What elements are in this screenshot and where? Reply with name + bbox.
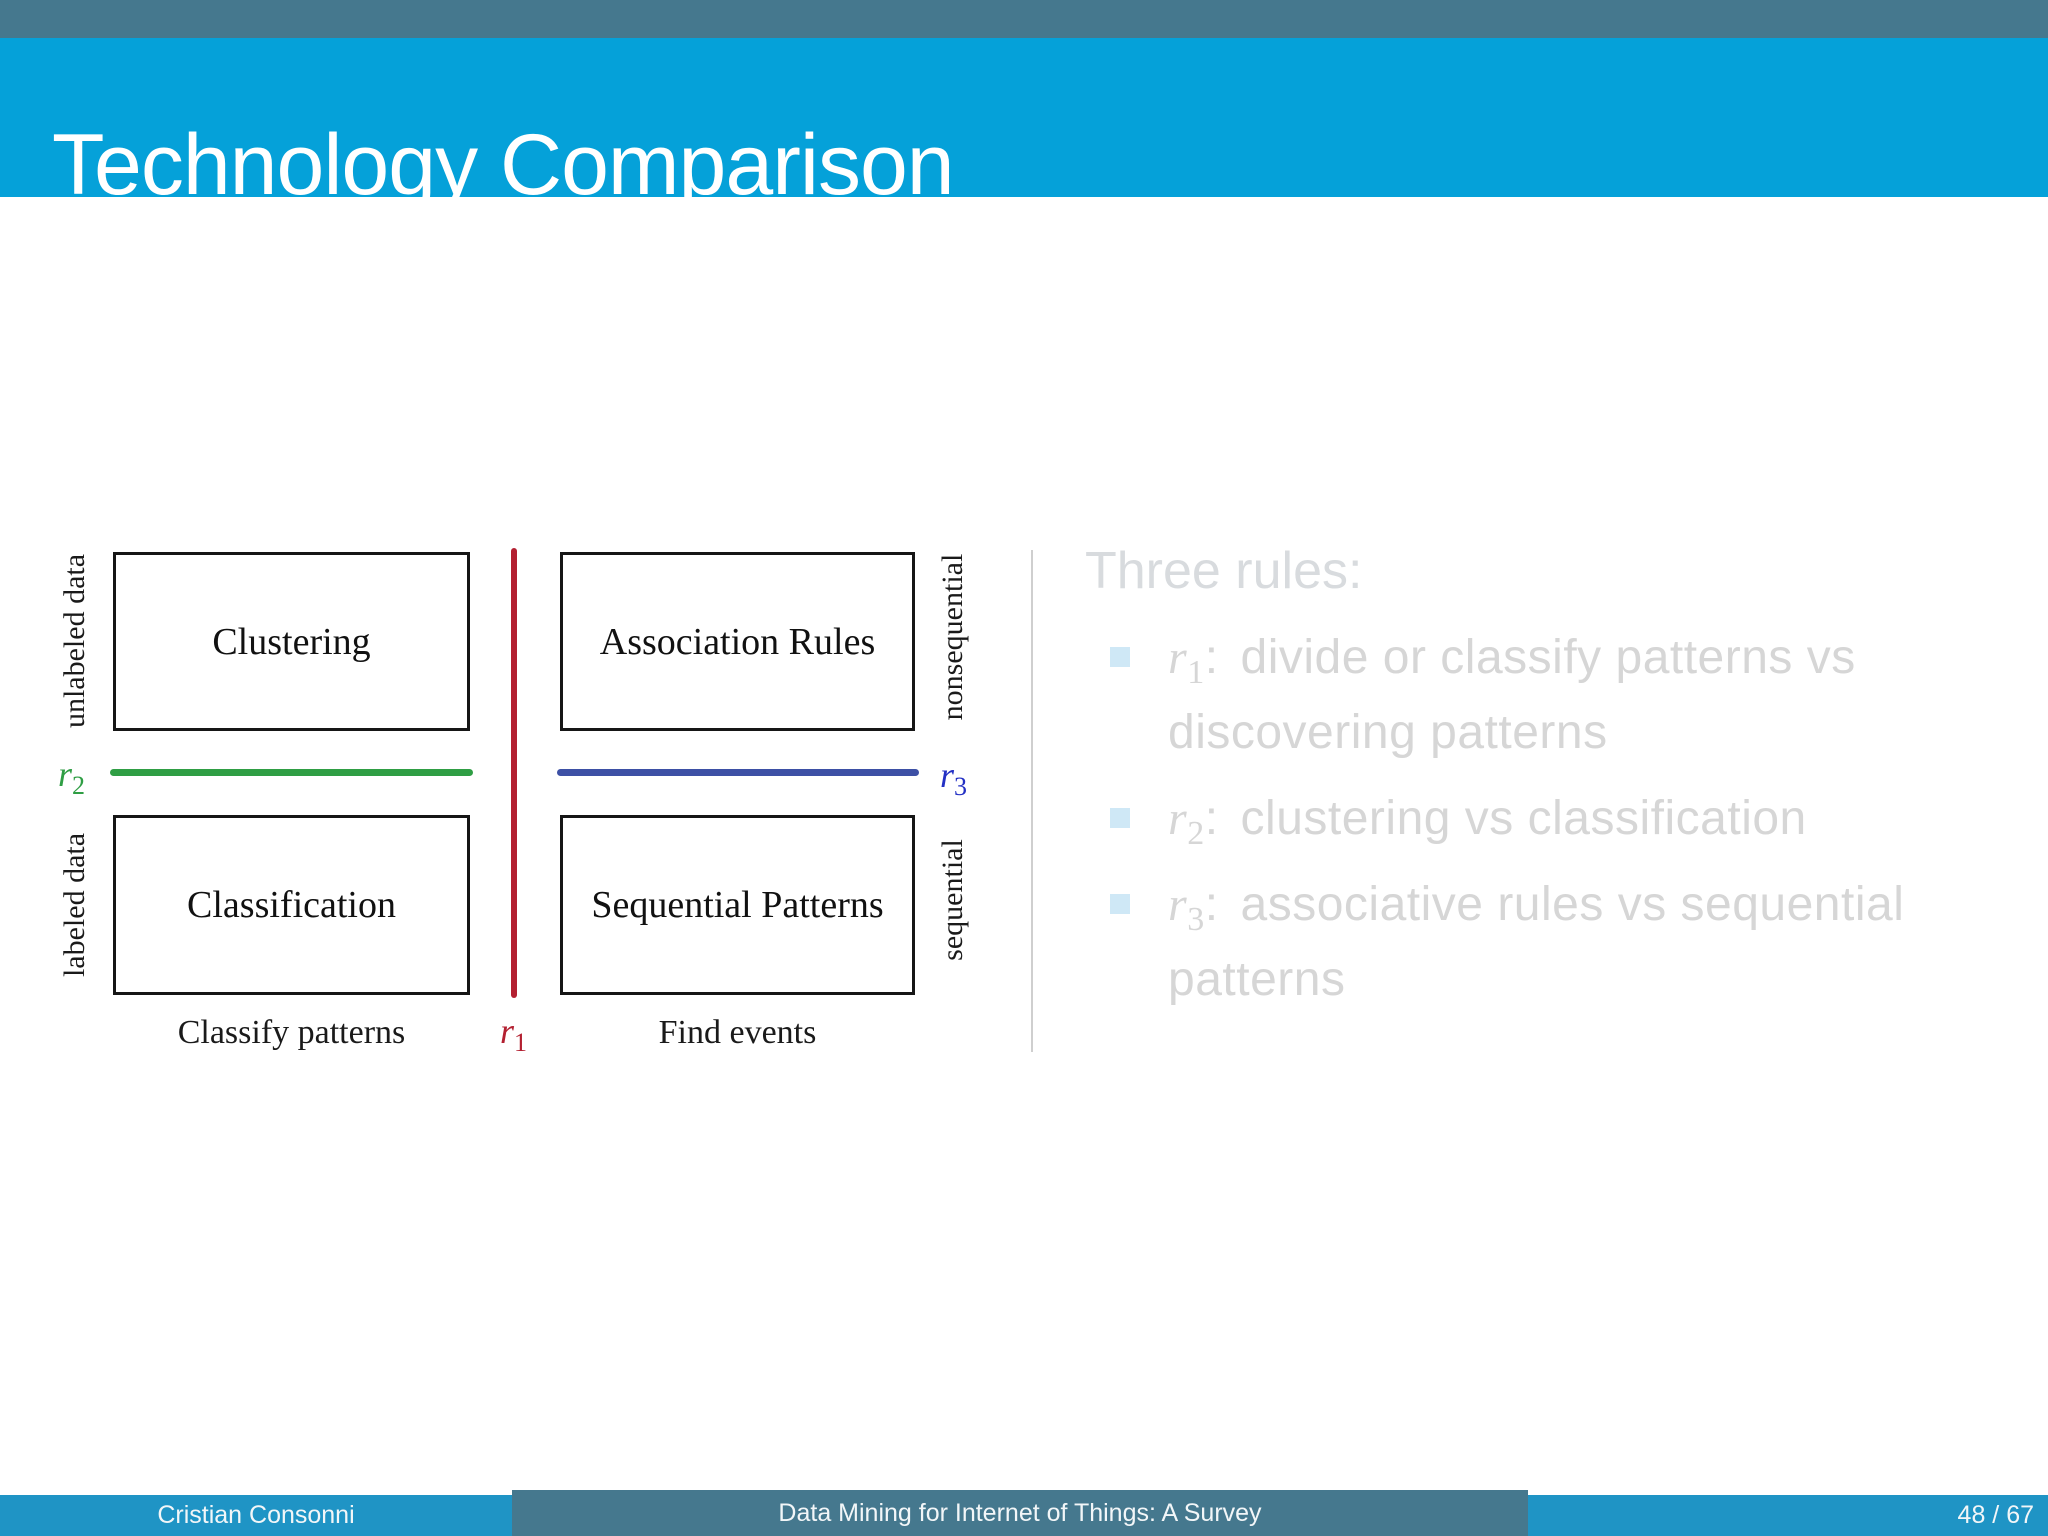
association-rules-box: Association Rules	[560, 552, 915, 731]
footer-page-section: 48 / 67	[1528, 1495, 2048, 1536]
bullet-square-icon	[1110, 808, 1130, 828]
find-events-axis-label: Find events	[658, 1014, 817, 1051]
top-accent-bar	[0, 0, 2048, 38]
r2-line-label: r2	[58, 754, 86, 800]
rule-item-text: r2:clustering vs classification	[1168, 792, 1807, 852]
classify-patterns-axis-label: Classify patterns	[177, 1014, 406, 1051]
labeled-data-axis-label: labeled data	[58, 832, 91, 978]
sequential-patterns-box: Sequential Patterns	[560, 815, 915, 995]
footer-author-section: Cristian Consonni	[0, 1495, 512, 1536]
title-bar: Technology Comparison	[0, 38, 2048, 208]
bullet-square-icon	[1110, 894, 1130, 914]
r1-line-label: r1	[500, 1011, 528, 1057]
rule-marker: r2	[1168, 792, 1205, 852]
sequential-patterns-box-label: Sequential Patterns	[591, 884, 884, 926]
footer-page-number: 48 / 67	[1957, 1501, 2034, 1529]
bullet-square-icon	[1110, 647, 1130, 667]
classification-box-label: Classification	[187, 884, 396, 926]
page-title: Technology Comparison	[52, 117, 955, 213]
footer-title-section: Data Mining for Internet of Things: A Su…	[512, 1490, 1528, 1536]
classification-box: Classification	[113, 815, 470, 995]
r2-horizontal-line	[110, 769, 473, 776]
r3-line-label: r3	[940, 755, 968, 801]
rule-item-r2: r2:clustering vs classification	[1110, 781, 1990, 856]
clustering-box-label: Clustering	[212, 620, 371, 663]
footer-doc-title: Data Mining for Internet of Things: A Su…	[778, 1498, 1262, 1527]
nonsequential-axis-label: nonsequential	[936, 553, 969, 721]
rule-marker: r1	[1168, 631, 1205, 691]
r1-vertical-line	[511, 548, 517, 998]
vertical-separator	[1031, 550, 1033, 1052]
sequential-axis-label: sequential	[936, 839, 969, 961]
r3-horizontal-line	[557, 769, 919, 776]
footer-author: Cristian Consonni	[157, 1501, 355, 1529]
association-rules-box-label: Association Rules	[599, 620, 876, 663]
rules-heading: Three rules:	[1085, 542, 1363, 600]
rule-marker: r3	[1168, 878, 1205, 938]
unlabeled-data-axis-label: unlabeled data	[58, 553, 91, 729]
clustering-box: Clustering	[113, 552, 470, 731]
